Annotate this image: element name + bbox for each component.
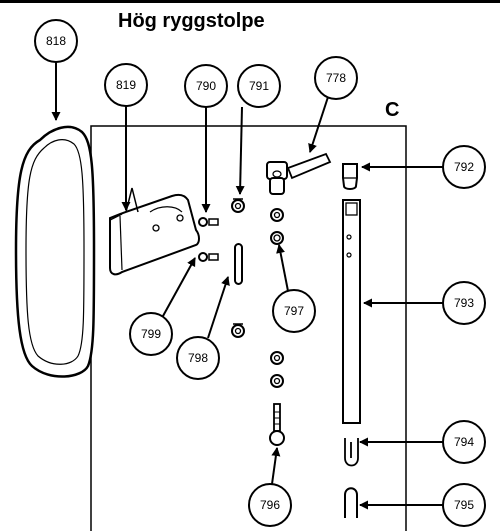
- callout-778: 778: [314, 56, 358, 100]
- washer-797-4: [270, 374, 284, 388]
- callout-799: 799: [129, 312, 173, 356]
- callout-796: 796: [248, 483, 292, 527]
- nut-791-lower: [231, 323, 245, 338]
- spring-clip-794: [344, 438, 359, 467]
- callout-label: 793: [454, 296, 474, 310]
- callout-819: 819: [104, 63, 148, 107]
- callout-794: 794: [442, 420, 486, 464]
- callout-818: 818: [34, 19, 78, 63]
- callout-792: 792: [442, 145, 486, 189]
- nut-791-upper: [231, 198, 245, 213]
- threaded-bolt-796: [269, 403, 285, 446]
- tube-plug-792: [342, 163, 358, 190]
- callout-791: 791: [237, 64, 281, 108]
- panel-label: C: [385, 99, 400, 121]
- washer-797-2: [270, 231, 284, 245]
- callout-label: 791: [249, 79, 269, 93]
- headrest-bracket: [109, 187, 200, 276]
- callout-label: 799: [141, 327, 161, 341]
- leader-lines: [51, 62, 443, 510]
- clamp-lever-778: [266, 152, 332, 195]
- callout-label: 819: [116, 78, 136, 92]
- callout-797: 797: [272, 289, 316, 333]
- callout-label: 818: [46, 34, 66, 48]
- callout-label: 790: [196, 79, 216, 93]
- diagram-title: Hög ryggstolpe: [118, 10, 265, 32]
- square-tube-793: [342, 199, 361, 424]
- retaining-clip-795: [344, 487, 358, 518]
- headrest-cushion: [14, 125, 96, 378]
- screw-790-lower: [198, 252, 219, 262]
- callout-label: 778: [326, 71, 346, 85]
- screw-790-upper: [198, 217, 219, 227]
- callout-795: 795: [442, 483, 486, 527]
- washer-797-1: [270, 208, 284, 222]
- callout-label: 792: [454, 160, 474, 174]
- callout-label: 795: [454, 498, 474, 512]
- callout-label: 794: [454, 435, 474, 449]
- callout-798: 798: [176, 336, 220, 380]
- callout-label: 797: [284, 304, 304, 318]
- callout-793: 793: [442, 281, 486, 325]
- washer-797-3: [270, 351, 284, 365]
- top-rule: [0, 0, 500, 3]
- callout-label: 796: [260, 498, 280, 512]
- callout-label: 798: [188, 351, 208, 365]
- callout-790: 790: [184, 64, 228, 108]
- slot-plate-798: [234, 243, 243, 285]
